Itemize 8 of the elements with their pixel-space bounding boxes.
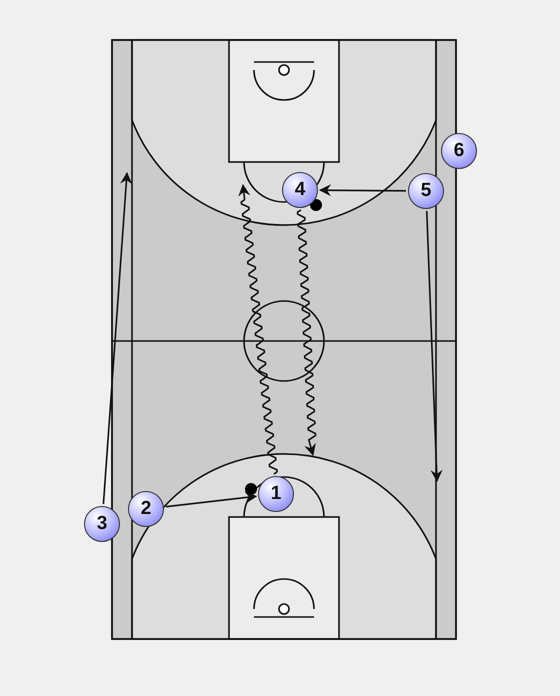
arrow [426, 210, 443, 482]
player-marker: 6 [441, 133, 477, 169]
arrow [102, 172, 132, 504]
arrow [166, 492, 258, 508]
dribble-arrow [238, 184, 278, 475]
player-marker: 3 [84, 506, 120, 542]
dribble-arrow [296, 209, 316, 456]
arrow [319, 184, 406, 196]
